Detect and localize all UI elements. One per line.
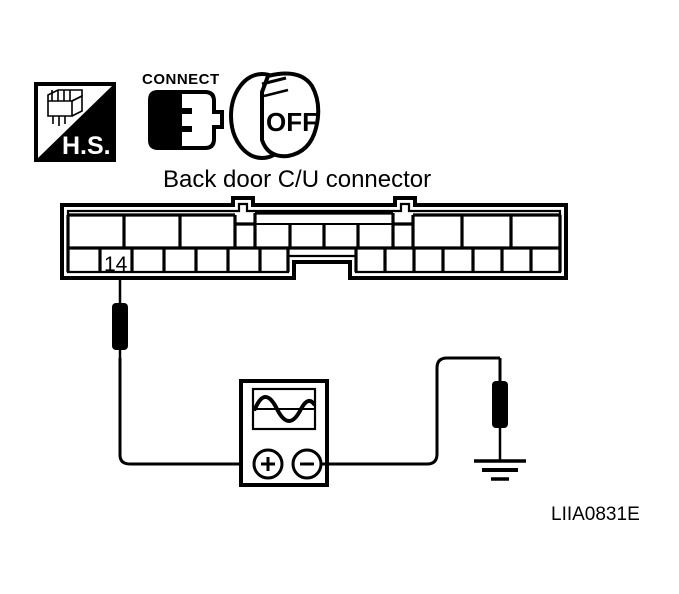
meter-positive-terminal bbox=[252, 448, 284, 480]
ignition-off-icon: OFF bbox=[229, 71, 321, 160]
reference-code: LIIA0831E bbox=[551, 504, 640, 525]
meter-negative-terminal bbox=[291, 448, 323, 480]
oscilloscope bbox=[239, 379, 329, 487]
connector-title: Back door C/U connector bbox=[163, 166, 431, 193]
harness-side-label: H.S. bbox=[62, 132, 111, 160]
positive-test-probe bbox=[112, 278, 128, 358]
sine-waveform bbox=[253, 395, 316, 423]
connect-icon: CONNECT bbox=[142, 71, 224, 150]
harness-side-icon: H.S. bbox=[34, 82, 116, 162]
connect-label: CONNECT bbox=[142, 71, 220, 88]
positive-lead-wire bbox=[118, 358, 262, 466]
ignition-off-label: OFF bbox=[266, 107, 318, 137]
ground-test-probe bbox=[492, 358, 508, 461]
negative-lead-wire bbox=[321, 356, 500, 466]
ground-symbol bbox=[474, 459, 526, 481]
terminal-number-14: 14 bbox=[104, 253, 128, 276]
connector-body: 14 bbox=[60, 196, 568, 280]
